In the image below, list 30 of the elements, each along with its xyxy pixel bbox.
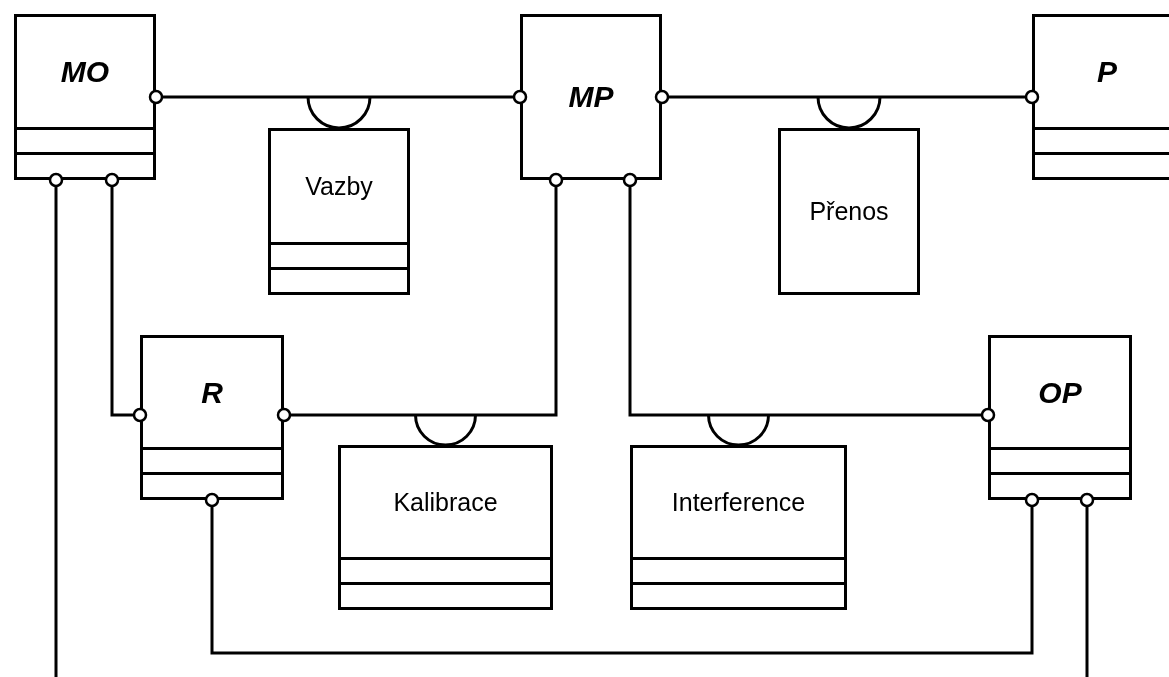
class-box bbox=[1032, 14, 1169, 180]
association-class-name: Vazby bbox=[305, 174, 373, 199]
socket-connector bbox=[707, 413, 770, 447]
association-line bbox=[104, 172, 148, 423]
association-line bbox=[654, 89, 1040, 105]
class-name: R bbox=[201, 377, 223, 408]
class-name: OP bbox=[1038, 377, 1082, 408]
association-class-box bbox=[778, 128, 920, 295]
association-line bbox=[148, 89, 528, 105]
association-line bbox=[204, 492, 1040, 655]
class-box bbox=[140, 335, 284, 500]
association-class-name: Přenos bbox=[809, 199, 889, 224]
association-class-box bbox=[630, 445, 847, 610]
class-name: P bbox=[1097, 57, 1117, 87]
association-line bbox=[48, 172, 64, 677]
association-line bbox=[622, 172, 996, 423]
association-class-name: Kalibrace bbox=[393, 490, 498, 515]
class-name: MP bbox=[568, 82, 614, 112]
association-line bbox=[276, 172, 564, 423]
class-box bbox=[988, 335, 1132, 500]
association-class-box bbox=[268, 128, 410, 295]
socket-connector bbox=[306, 95, 372, 130]
class-box bbox=[14, 14, 156, 180]
class-name: MO bbox=[60, 57, 110, 87]
socket-connector bbox=[414, 413, 477, 447]
association-line bbox=[1079, 492, 1095, 677]
class-box bbox=[520, 14, 662, 180]
association-class-name: Interference bbox=[671, 490, 806, 515]
association-class-box bbox=[338, 445, 553, 610]
socket-connector bbox=[816, 95, 882, 130]
